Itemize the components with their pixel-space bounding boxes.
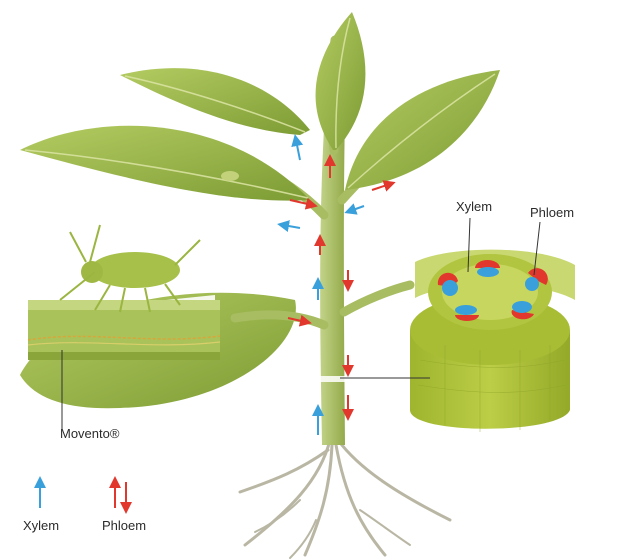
phloem-section-label: Phloem bbox=[530, 205, 574, 220]
stem bbox=[320, 110, 345, 445]
leaf-top-left bbox=[120, 68, 310, 135]
aphid-magnified bbox=[90, 252, 180, 288]
leaf-top-center bbox=[316, 12, 366, 150]
magnified-inset bbox=[20, 225, 220, 360]
leaf-right bbox=[345, 70, 500, 190]
movento-label: Movento® bbox=[60, 426, 119, 441]
legend-xylem-label: Xylem bbox=[23, 518, 59, 533]
stem-cross-section bbox=[410, 250, 575, 432]
legend-arrows bbox=[40, 482, 126, 508]
legend-phloem-label: Phloem bbox=[102, 518, 146, 533]
xylem-section-label: Xylem bbox=[456, 199, 492, 214]
roots bbox=[240, 440, 450, 558]
aphid-small bbox=[221, 171, 239, 181]
